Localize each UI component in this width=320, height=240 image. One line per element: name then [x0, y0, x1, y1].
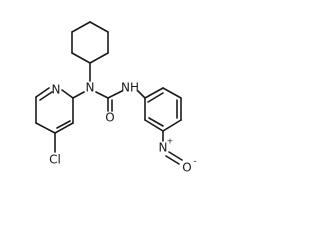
atom-label-pyridine-n: N — [52, 83, 61, 97]
cyclohexyl-ring — [71, 21, 109, 64]
bond-nh-phenyl — [137, 90, 146, 99]
bond-nitro-o-2 — [165, 155, 180, 165]
bond-nitro-o-1 — [168, 151, 183, 161]
molecule-structure: N N O NH Cl N + O - — [35, 21, 197, 175]
atom-label-chloro: Cl — [49, 153, 61, 167]
pyridine-ring — [35, 87, 74, 134]
bond-n-carbonyl — [95, 91, 109, 99]
bond-carbonyl-nh — [107, 90, 123, 99]
bond-pyridine-n — [72, 91, 85, 99]
atom-label-nitro-n: N — [159, 141, 168, 155]
atom-charge-nitro-minus: - — [193, 157, 196, 167]
atom-label-carbonyl-o: O — [105, 111, 114, 125]
atom-label-amine-n: N — [86, 81, 95, 95]
atom-label-nitro-o: O — [182, 161, 191, 175]
atom-label-amide-nh: NH — [121, 81, 139, 95]
nitrophenyl-ring — [144, 87, 182, 132]
atom-charge-nitro-plus: + — [167, 137, 174, 146]
